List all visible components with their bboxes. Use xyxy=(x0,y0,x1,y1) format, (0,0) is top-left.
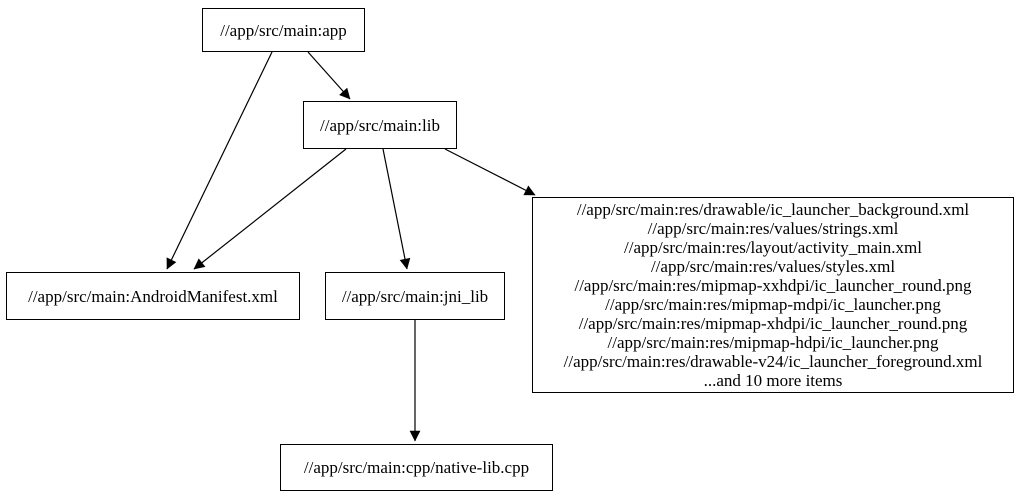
node-resources-line: //app/src/main:res/mipmap-mdpi/ic_launch… xyxy=(605,295,941,314)
node-android-manifest-label: //app/src/main:AndroidManifest.xml xyxy=(28,286,278,306)
node-resources: //app/src/main:res/drawable/ic_launcher_… xyxy=(532,197,1014,393)
node-resources-line: //app/src/main:res/drawable/ic_launcher_… xyxy=(576,200,970,219)
edge-lib-to-resources xyxy=(444,148,536,196)
node-resources-line: //app/src/main:res/mipmap-hdpi/ic_launch… xyxy=(607,333,939,352)
edge-lib-to-jnilib xyxy=(382,148,411,270)
node-native-lib-cpp: //app/src/main:cpp/native-lib.cpp xyxy=(280,444,553,491)
node-app: //app/src/main:app xyxy=(202,8,365,52)
node-resources-line: //app/src/main:res/values/strings.xml xyxy=(647,219,899,238)
node-lib-label: //app/src/main:lib xyxy=(320,115,440,135)
node-native-lib-cpp-label: //app/src/main:cpp/native-lib.cpp xyxy=(303,458,530,477)
node-lib: //app/src/main:lib xyxy=(303,101,457,149)
edge-app-to-lib xyxy=(307,51,351,100)
node-resources-line: //app/src/main:res/layout/activity_main.… xyxy=(624,238,922,257)
node-jni-lib-label: //app/src/main:jni_lib xyxy=(341,286,489,306)
node-resources-line: //app/src/main:res/values/styles.xml xyxy=(650,257,896,276)
node-resources-line: //app/src/main:res/mipmap-xhdpi/ic_launc… xyxy=(578,314,968,333)
node-jni-lib: //app/src/main:jni_lib xyxy=(325,272,505,320)
node-resources-more-items: ...and 10 more items xyxy=(703,371,843,390)
node-app-label: //app/src/main:app xyxy=(220,20,347,40)
node-android-manifest: //app/src/main:AndroidManifest.xml xyxy=(6,272,300,320)
node-resources-line: //app/src/main:res/mipmap-xxhdpi/ic_laun… xyxy=(574,276,972,295)
edge-lib-to-androidmanifest xyxy=(193,148,347,270)
edge-app-to-androidmanifest xyxy=(166,51,273,270)
node-resources-line: //app/src/main:res/drawable-v24/ic_launc… xyxy=(563,352,983,371)
